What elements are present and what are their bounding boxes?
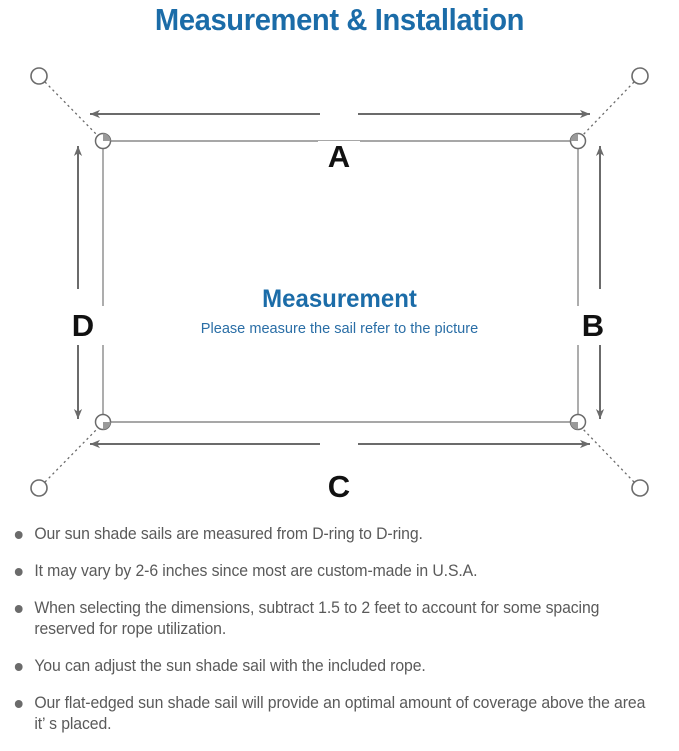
anchor-point-top-left	[30, 67, 48, 85]
list-item: You can adjust the sun shade sail with t…	[8, 656, 659, 677]
d-ring-shading	[103, 133, 578, 430]
notes-list: Our sun shade sails are measured from D-…	[8, 524, 676, 751]
list-item: Our sun shade sails are measured from D-…	[8, 524, 659, 545]
bullet-icon	[14, 568, 23, 576]
bullet-icon	[14, 700, 23, 708]
list-item-text: Our flat-edged sun shade sail will provi…	[34, 694, 646, 733]
caption-title: Measurement	[262, 285, 417, 313]
bullet-icon	[14, 663, 23, 671]
list-item-text: When selecting the dimensions, subtract …	[34, 599, 600, 638]
anchor-circles	[30, 67, 649, 497]
measurement-diagram: A B C D Measurement Please measure the s…	[0, 44, 679, 514]
dimension-label-d: D	[62, 306, 104, 345]
bullet-icon	[14, 605, 23, 613]
rope-lines	[44, 81, 635, 483]
dimension-arrows	[73, 109, 605, 449]
list-item: Our flat-edged sun shade sail will provi…	[8, 693, 659, 735]
list-item: When selecting the dimensions, subtract …	[8, 598, 659, 640]
list-item-text: You can adjust the sun shade sail with t…	[34, 657, 426, 675]
anchor-point-top-right	[631, 67, 649, 85]
dimension-label-b: B	[572, 306, 614, 345]
anchor-point-bottom-right	[631, 479, 649, 497]
bullet-icon	[14, 531, 23, 539]
list-item-text: It may vary by 2-6 inches since most are…	[34, 562, 478, 580]
diagram-svg	[30, 67, 649, 497]
page-title: Measurement & Installation	[154, 2, 525, 37]
dimension-label-c: C	[318, 471, 360, 502]
diagram-caption: Measurement Please measure the sail refe…	[0, 284, 679, 341]
list-item-text: Our sun shade sails are measured from D-…	[34, 525, 423, 543]
anchor-point-bottom-left	[30, 479, 48, 497]
sail-rectangle	[102, 140, 579, 423]
caption-subtitle: Please measure the sail refer to the pic…	[200, 320, 479, 337]
dimension-label-a: A	[318, 141, 360, 172]
list-item: It may vary by 2-6 inches since most are…	[8, 561, 659, 582]
